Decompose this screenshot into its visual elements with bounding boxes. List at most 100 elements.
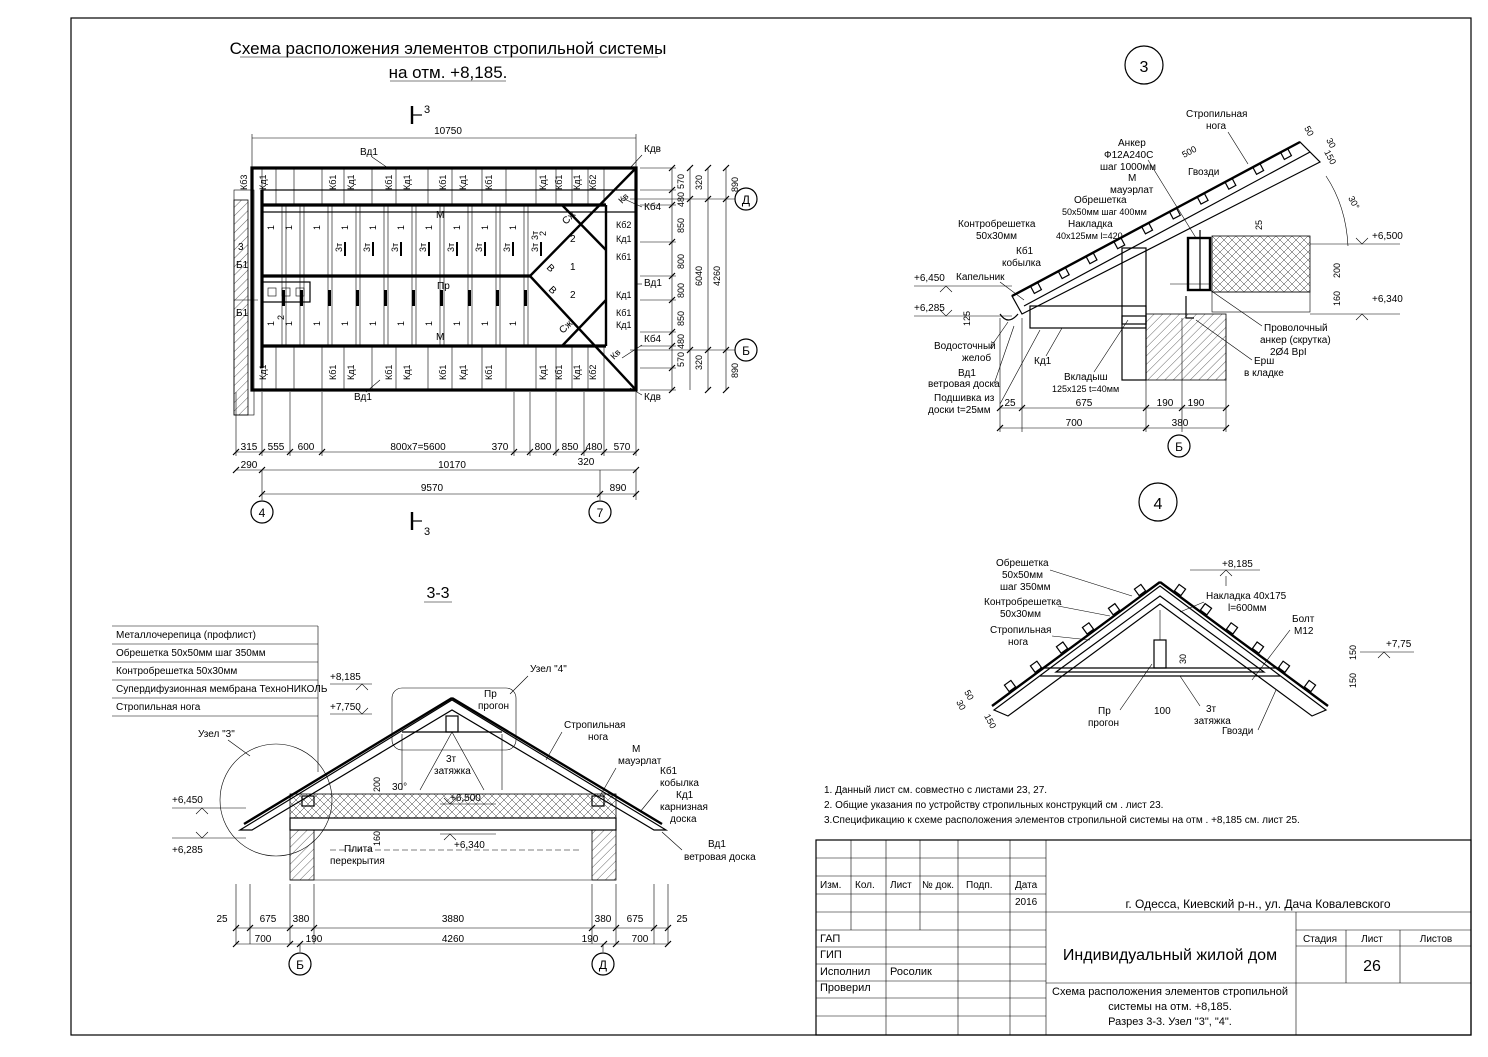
rafter-label: 1 [284,225,294,230]
label-b1-a: Б1 [236,260,249,271]
n3-d200: 200 [1332,263,1342,278]
rafter-tie-label: 3т [474,243,484,252]
stamp-desc2: системы на отм. +8,185. [1108,1001,1232,1013]
right-dim: 850 [676,311,686,326]
n3-v-kladke: в кладке [1244,368,1284,379]
bottom-dim: 480 [586,442,603,453]
n3-dim2: 380 [1172,418,1189,429]
bottom-code: Кд1 [258,365,268,381]
right-dim: 800 [676,283,686,298]
n4-pr: Пр [1098,706,1111,717]
n3-angle: 30° [1346,194,1361,211]
n3-anker: Анкер [1118,138,1146,149]
note-2: 2. Общие указания по устройству стропиль… [824,799,1163,811]
sec-vd1: Вд1 [708,839,726,850]
n3-zhelob: желоб [962,352,991,364]
n3-provoloch2: анкер (скрутка) [1260,335,1331,346]
top-code: Кд1 [572,175,582,191]
n3-ersh: Ерш [1254,356,1274,367]
rafter-label: 1 [424,321,434,326]
label-vd1-top: Вд1 [360,147,378,158]
n4-d30b: 30 [954,698,968,712]
top-code: Кб1 [328,175,338,190]
sec-perekrytiya: перекрытия [330,856,385,867]
n3-kb1: Кб1 [1016,245,1034,257]
n3-vd1: Вд1 [958,368,976,379]
title-block: Изм. Кол. Лист № док. Подп. Дата 2016 г.… [815,839,1472,1036]
n3-noga: нога [1206,121,1227,132]
sec-progon: прогон [478,701,509,712]
plan-title-line2: на отм. +8,185. [389,63,508,82]
label-kb1-r2: Кб1 [616,308,631,318]
label-kb3: Кб3 [239,175,249,190]
n4-zatyazhka: затяжка [1194,716,1231,727]
n3-axis-b: Б [1175,440,1183,454]
bottom-code: Кб1 [484,365,494,380]
n3-dim2: 700 [1066,418,1083,429]
stamp-role-gip: ГИП [820,949,842,961]
stamp-year: 2016 [1015,897,1038,908]
label-vd1-right: Вд1 [644,278,662,289]
right-dim: 800 [676,254,686,269]
node-4: 4 Обрешетка 50х50мм шаг 350мм Контробреш… [954,482,1414,737]
label-m-top: М [436,210,444,221]
rafter-tie-label: 3т [334,243,344,252]
right-dim: 480 [676,334,686,349]
label-kd1-r3: Кд1 [616,320,632,330]
top-code: Кб1 [438,175,448,190]
n3-d150: 150 [1322,148,1338,166]
right-dim: 850 [676,218,686,233]
n3-d125: 125 [962,311,972,326]
sec-node4: Узел "4" [530,664,567,675]
bottom-code: Кд1 [458,365,468,381]
top-code: Кд1 [346,175,356,191]
bottom-code: Кб1 [438,365,448,380]
label-kd1-r1: Кд1 [616,234,632,244]
n4-progon: прогон [1088,718,1119,729]
sec-dim: 25 [216,914,228,925]
n3-gvozdi: Гвозди [1188,167,1219,178]
bottom-code: Кб1 [328,365,338,380]
node-3: 3 Стропильная нога Анкер Ф12А240С шаг 10… [914,45,1403,458]
label-two-b: 2 [570,290,576,301]
label-one-c: 1 [570,262,576,273]
stamp-h-list: Лист [890,880,912,891]
bottom-code: Кд1 [538,365,548,381]
rafter-label: 1 [368,225,378,230]
stamp-desc1: Схема расположения элементов стропильной [1052,986,1288,998]
layer-item: Металлочерепица (профлист) [116,629,256,641]
n3-m: М [1128,173,1136,184]
rafter-label: 1 [508,225,518,230]
rafter-zt-b: 3т [530,231,540,240]
sec-elev-6450: +6,450 [172,795,203,806]
rafter-label: 1 [340,225,350,230]
label-three-left: 3 [238,242,244,253]
rafter-tie-label: 3т [390,243,400,252]
label-kb2-r1: Кб2 [616,220,631,230]
sec-angle: 30° [392,782,407,793]
n3-kd1: Кд1 [1034,356,1052,367]
note-3: 3.Спецификацию к схеме расположения элем… [824,814,1300,826]
sec-mauerlat: мауэрлат [618,756,662,767]
top-code: Кд1 [258,175,268,191]
stamp-sheet-h: Лист [1361,934,1383,945]
n4-noga: нога [1008,637,1029,648]
label-b1-b: Б1 [236,308,249,319]
n4-elev-775: +7,75 [1386,639,1412,650]
rafter-two-b: 2 [538,231,548,236]
n3-provoloch: Проволочный [1264,323,1328,334]
label-vd1-bottom: Вд1 [354,392,372,403]
sec-kd1: Кд1 [676,790,694,801]
label-two-a: 2 [570,234,576,245]
n4-nakladka: Накладка 40х175 [1206,591,1287,602]
axis-7: 7 [597,506,604,520]
rafter-label: 1 [480,321,490,326]
sec-plita: Плита [344,844,373,855]
stamp-sheet-no: 26 [1363,958,1381,975]
n4-d50: 50 [962,688,976,702]
n4-zt: 3т [1206,704,1217,715]
n3-dim: 190 [1157,398,1174,409]
